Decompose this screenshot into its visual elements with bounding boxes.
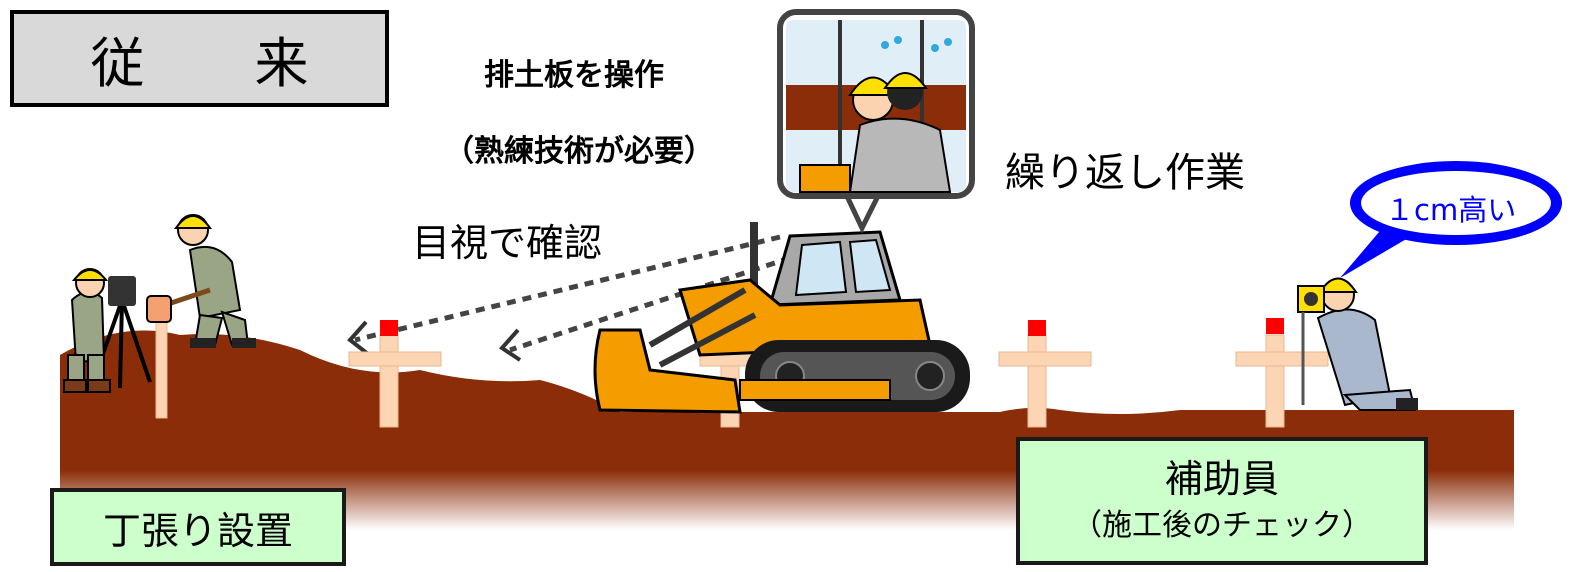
skill-required-label: （熟練技術が必要） (444, 134, 714, 169)
stake-icon (1235, 318, 1329, 428)
blade-operation-label: 排土板を操作 (484, 58, 664, 93)
arrow-heads (347, 320, 522, 362)
worker-hammer-icon (146, 214, 256, 348)
inspector-icon (1297, 277, 1418, 411)
repeat-work-label: 繰り返し作業 (1005, 150, 1245, 196)
visual-check-label: 目視で確認 (412, 221, 603, 265)
operator-icon (799, 36, 952, 193)
height-callout-text: １cm高い (1385, 193, 1517, 227)
setup-stakes-label: 丁張り設置 (102, 508, 293, 553)
assistant-title: 補助員 (1164, 457, 1279, 501)
callout-bubble (1340, 161, 1562, 278)
surveyor-icon (63, 268, 152, 393)
page-title: 従 来 (10, 10, 389, 107)
stake-icon (348, 320, 442, 428)
assistant-box: 補助員 （施工後のチェック） (1016, 437, 1428, 565)
bulldozer-icon (593, 222, 970, 414)
assistant-subtitle: （施工後のチェック） (1072, 508, 1372, 543)
sight-lines (354, 234, 791, 353)
stake-icon (998, 320, 1092, 428)
setup-stakes-box: 丁張り設置 (50, 488, 346, 566)
